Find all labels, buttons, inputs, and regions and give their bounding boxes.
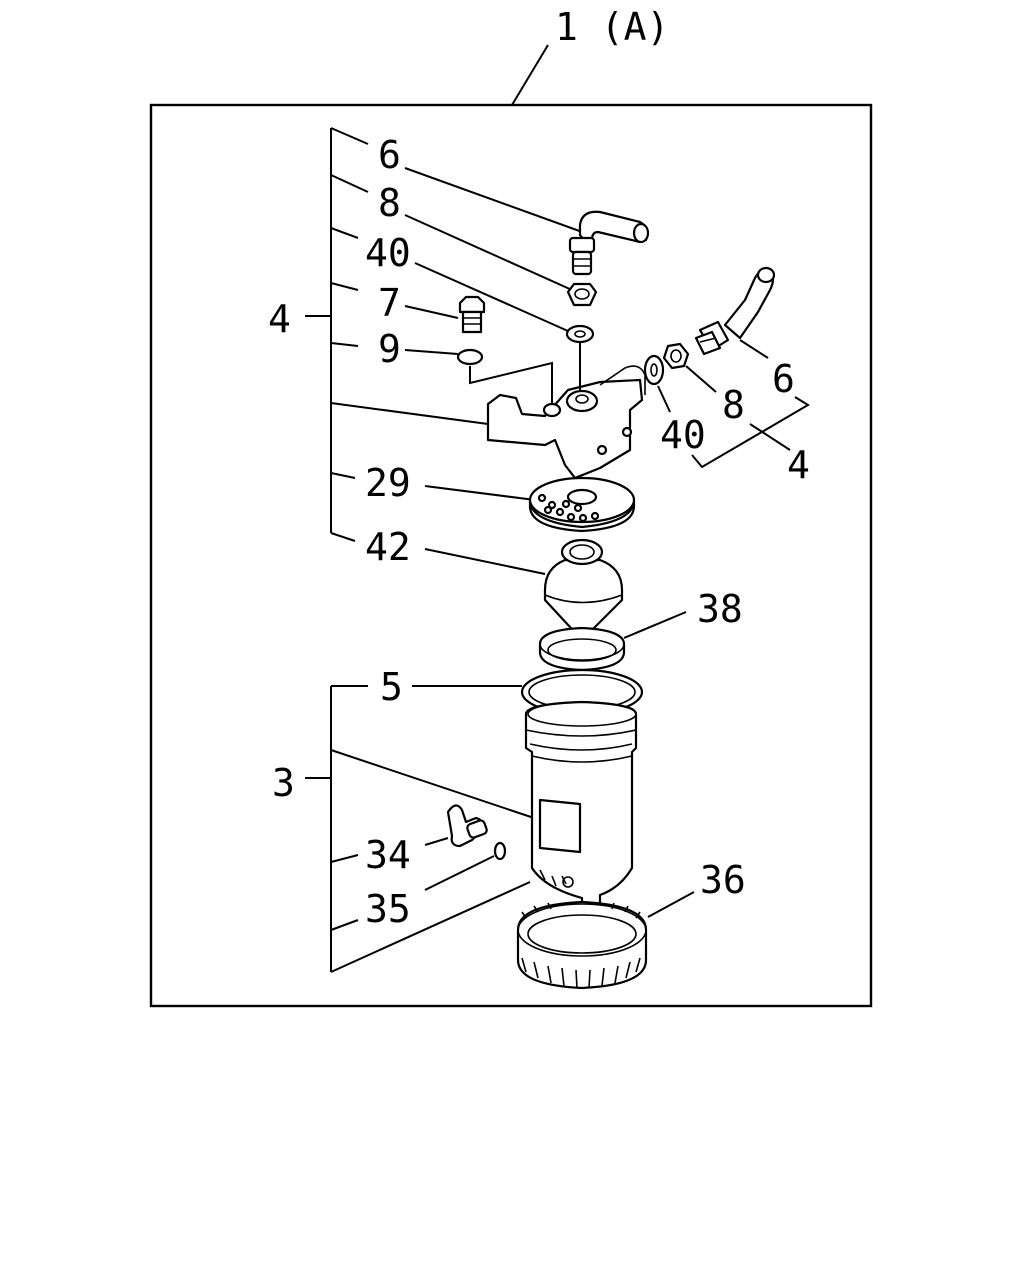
label-40-top: 40 (365, 231, 411, 275)
leader-38 (623, 611, 687, 639)
title-leader (511, 44, 549, 106)
label-6-right: 6 (772, 357, 795, 401)
leader-36 (647, 891, 695, 918)
leader-9-path (469, 361, 553, 405)
leader-40-right (657, 385, 671, 413)
label-29: 29 (365, 461, 411, 505)
leader-35 (424, 855, 495, 891)
nut-8-right (662, 342, 690, 370)
nut-8-top (566, 282, 598, 307)
label-7: 7 (378, 281, 401, 325)
cone-42 (543, 538, 624, 642)
leader-40-top (414, 262, 569, 332)
assembly-frame (149, 103, 873, 1008)
leader-34 (424, 837, 449, 846)
label-3: 3 (272, 761, 295, 805)
oring-9 (456, 348, 484, 366)
bracket-group-3 (305, 685, 541, 973)
oring-35 (493, 841, 507, 861)
label-40-right: 40 (660, 413, 706, 457)
leader-7 (404, 305, 459, 319)
pipe-6-right (694, 266, 776, 356)
label-8-top: 8 (378, 181, 401, 225)
label-38: 38 (697, 587, 743, 631)
assembly-title: 1 (A) (555, 5, 669, 49)
wing-bolt-34 (446, 804, 488, 848)
label-6-top: 6 (378, 133, 401, 177)
label-35: 35 (365, 887, 411, 931)
bracket-group-4-left (305, 127, 489, 542)
label-36: 36 (700, 858, 746, 902)
leader-6-top (404, 167, 586, 234)
label-5: 5 (380, 665, 403, 709)
filter-bowl (524, 700, 638, 917)
washer-40-top (565, 324, 595, 344)
bolt-7 (458, 295, 486, 334)
leader-6-right (739, 339, 769, 359)
filter-plate-29 (528, 476, 636, 533)
leader-9 (404, 349, 459, 355)
bracket-group-4-right (691, 396, 810, 469)
label-42: 42 (365, 525, 411, 569)
leader-8-top (404, 214, 573, 291)
label-9: 9 (378, 327, 401, 371)
pipe-6-top (568, 210, 650, 276)
label-4-left: 4 (268, 297, 291, 341)
filter-head (486, 342, 646, 490)
seal-ring-38 (538, 626, 626, 672)
label-8-right: 8 (722, 383, 745, 427)
label-34: 34 (365, 833, 411, 877)
leader-8-right (685, 365, 717, 393)
leader-42 (424, 548, 546, 575)
label-4-right: 4 (787, 443, 810, 487)
leader-29 (424, 485, 536, 501)
ring-nut-36 (516, 900, 648, 990)
washer-40-right (643, 354, 665, 386)
